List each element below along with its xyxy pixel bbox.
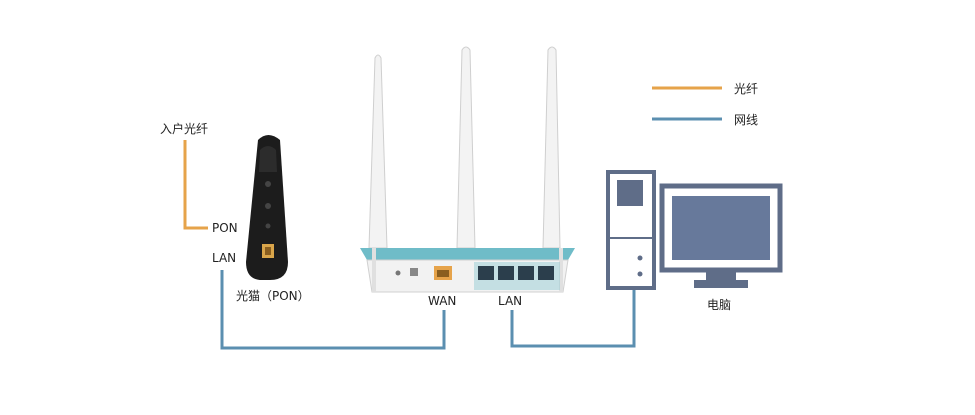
fiber-cable [183,140,208,230]
network-cable-onu-router [220,270,446,350]
computer-label: 电脑 [707,298,732,312]
network-cable-router-pc [510,288,636,348]
incoming-fiber-label: 入户光纤 [160,122,209,136]
monitor-icon [659,183,783,288]
pc-tower-icon [606,170,656,290]
router-antennas-icon [368,46,561,249]
legend-network-label: 网线 [734,113,759,127]
router-lan-label: LAN [498,294,523,308]
onu-lan-label: LAN [212,251,237,265]
onu-name-label: 光猫（PON） [236,289,310,303]
onu-pon-label: PON [212,221,238,235]
router-wan-label: WAN [428,294,457,308]
legend-fiber-label: 光纤 [734,82,759,96]
router-icon [360,248,575,293]
onu-device-icon [246,135,288,280]
